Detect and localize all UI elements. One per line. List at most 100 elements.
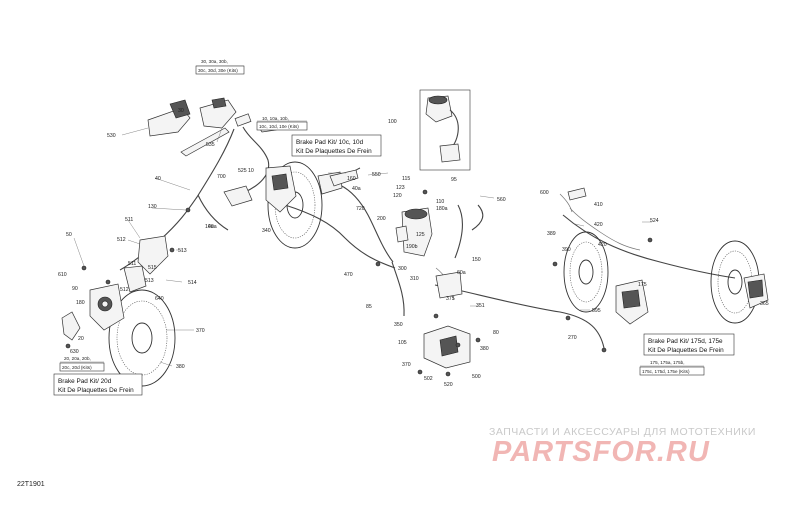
front-left-caliper bbox=[61, 235, 169, 341]
label-350: 350 bbox=[394, 322, 403, 328]
label-150: 150 bbox=[472, 257, 481, 263]
label-600: 600 bbox=[540, 190, 549, 196]
label-410: 410 bbox=[594, 202, 603, 208]
label-365: 365 bbox=[760, 301, 769, 307]
label-10a: 10a bbox=[205, 224, 214, 230]
brake-components bbox=[61, 89, 769, 377]
small-fasteners bbox=[65, 169, 653, 377]
label-200: 200 bbox=[377, 216, 386, 222]
label-700: 700 bbox=[217, 174, 226, 180]
label-175: 175 bbox=[638, 282, 647, 288]
brake-pedal-bracket bbox=[423, 325, 471, 369]
label-100: 100 bbox=[388, 119, 397, 125]
svg-text:Kit De Plaquettes De Frein: Kit De Plaquettes De Frein bbox=[648, 347, 724, 354]
ref-group-handlebar: 30, 30a, 30b, 30c, 30d, 30e (Kits) bbox=[195, 59, 245, 75]
label-390: 390 bbox=[562, 247, 571, 253]
callout-front-left-pads: Brake Pad Kit/ 20d Kit De Plaquettes De … bbox=[53, 373, 143, 396]
label-370b: 370 bbox=[402, 362, 411, 368]
label-512: 512 bbox=[117, 237, 126, 243]
label-640: 640 bbox=[155, 296, 164, 302]
label-180: 180 bbox=[76, 300, 85, 306]
callout-rear-pads: Brake Pad Kit/ 175d, 175e Kit De Plaquet… bbox=[643, 333, 735, 356]
label-180a: 180a bbox=[436, 206, 448, 212]
label-351: 351 bbox=[476, 303, 485, 309]
label-370: 370 bbox=[196, 328, 205, 334]
label-190b: 190b bbox=[406, 244, 418, 250]
svg-text:30c, 30d, 30e (Kits): 30c, 30d, 30e (Kits) bbox=[198, 68, 238, 73]
label-513: 513 bbox=[178, 248, 187, 254]
label-360: 380 bbox=[480, 346, 489, 352]
label-420: 420 bbox=[594, 222, 603, 228]
svg-text:30, 30a, 30b,: 30, 30a, 30b, bbox=[201, 59, 228, 64]
leader-lines bbox=[73, 127, 652, 367]
svg-text:Brake Pad Kit/ 10c, 10d: Brake Pad Kit/ 10c, 10d bbox=[296, 139, 364, 146]
label-50: 50 bbox=[66, 232, 72, 238]
label-525: 525 bbox=[238, 168, 247, 174]
label-595: 595 bbox=[592, 308, 601, 314]
label-389: 389 bbox=[547, 231, 556, 237]
label-610: 610 bbox=[58, 272, 67, 278]
label-20: 20 bbox=[78, 336, 84, 342]
label-520: 520 bbox=[444, 382, 453, 388]
svg-text:175c, 175d, 175e (Kits): 175c, 175d, 175e (Kits) bbox=[642, 369, 690, 374]
label-85: 85 bbox=[366, 304, 372, 310]
label-123: 123 bbox=[396, 185, 405, 191]
label-524: 524 bbox=[650, 218, 659, 224]
label-560: 560 bbox=[497, 197, 506, 203]
label-120: 120 bbox=[393, 193, 402, 199]
master-cylinder bbox=[395, 207, 463, 299]
callout-front-right-pads: Brake Pad Kit/ 10c, 10d Kit De Plaquette… bbox=[291, 134, 382, 157]
label-530: 530 bbox=[107, 133, 116, 139]
brake-pad-kit-callouts: Brake Pad Kit/ 10c, 10d Kit De Plaquette… bbox=[53, 134, 735, 396]
label-130: 130 bbox=[148, 204, 157, 210]
ref-group-front-left: 20, 20a, 20b, 20c, 20d (Kits) bbox=[59, 356, 105, 372]
front-right-caliper bbox=[223, 165, 343, 213]
label-110: 110 bbox=[436, 199, 444, 205]
label-420b: 420 bbox=[598, 242, 607, 248]
label-375: 375 bbox=[446, 296, 455, 302]
label-513b: 513 bbox=[145, 278, 154, 284]
diagram-code: 22T1901 bbox=[17, 481, 45, 488]
label-40b: 40a bbox=[352, 186, 361, 192]
part-number-labels: 530 535 525 700 30 10 40 40a 130 511 512… bbox=[58, 108, 769, 388]
kit-reference-groups: 30, 30a, 30b, 30c, 30d, 30e (Kits) 10, 1… bbox=[59, 59, 705, 376]
label-95: 95 bbox=[451, 177, 457, 183]
svg-text:10c, 10d, 10e (Kits): 10c, 10d, 10e (Kits) bbox=[259, 124, 299, 129]
ref-group-front-right: 10, 10a, 10b, 10c, 10d, 10e (Kits) bbox=[256, 116, 308, 131]
label-125: 125 bbox=[416, 232, 425, 238]
svg-text:Kit De Plaquettes De Frein: Kit De Plaquettes De Frein bbox=[58, 387, 134, 394]
label-550: 550 bbox=[372, 172, 381, 178]
svg-text:20, 20a, 20b,: 20, 20a, 20b, bbox=[64, 356, 91, 361]
inset-reservoir-detail bbox=[419, 89, 471, 171]
svg-text:Kit De Plaquettes De Frein: Kit De Plaquettes De Frein bbox=[296, 148, 372, 155]
ref-group-rear: 175, 175a, 175b, 175c, 175d, 175e (Kits) bbox=[639, 360, 705, 376]
svg-text:20c, 20d (Kits): 20c, 20d (Kits) bbox=[62, 365, 92, 370]
watermark-tagline: ЗАПЧАСТИ И АКСЕССУАРЫ ДЛЯ МОТОТЕХНИКИ bbox=[489, 426, 756, 438]
label-10: 10 bbox=[248, 168, 254, 174]
label-512b: 512 bbox=[120, 287, 129, 293]
label-630: 630 bbox=[70, 349, 79, 355]
label-500: 500 bbox=[472, 374, 481, 380]
label-60a: 60a bbox=[457, 270, 466, 276]
label-310: 310 bbox=[410, 276, 419, 282]
label-511b: 511 bbox=[128, 261, 136, 267]
svg-text:10, 10a, 10b,: 10, 10a, 10b, bbox=[262, 116, 289, 121]
label-270: 270 bbox=[568, 335, 577, 341]
label-40a: 40a bbox=[208, 224, 217, 230]
label-160: 160 bbox=[347, 176, 356, 182]
label-90: 90 bbox=[72, 286, 78, 292]
label-300: 300 bbox=[398, 266, 407, 272]
label-502: 502 bbox=[424, 376, 433, 382]
label-80: 80 bbox=[493, 330, 499, 336]
svg-text:Brake Pad Kit/ 175d, 175e: Brake Pad Kit/ 175d, 175e bbox=[648, 338, 723, 345]
label-470: 470 bbox=[344, 272, 353, 278]
label-105: 105 bbox=[398, 340, 407, 346]
rear-left-brake-disc bbox=[563, 231, 609, 313]
label-511: 511 bbox=[125, 217, 133, 223]
label-30: 30 bbox=[178, 108, 184, 114]
label-40: 40 bbox=[155, 176, 161, 182]
label-720: 720 bbox=[356, 206, 365, 212]
watermark-logo: PARTSFOR.RU bbox=[492, 436, 710, 468]
svg-text:175, 175a, 175b,: 175, 175a, 175b, bbox=[650, 360, 685, 365]
